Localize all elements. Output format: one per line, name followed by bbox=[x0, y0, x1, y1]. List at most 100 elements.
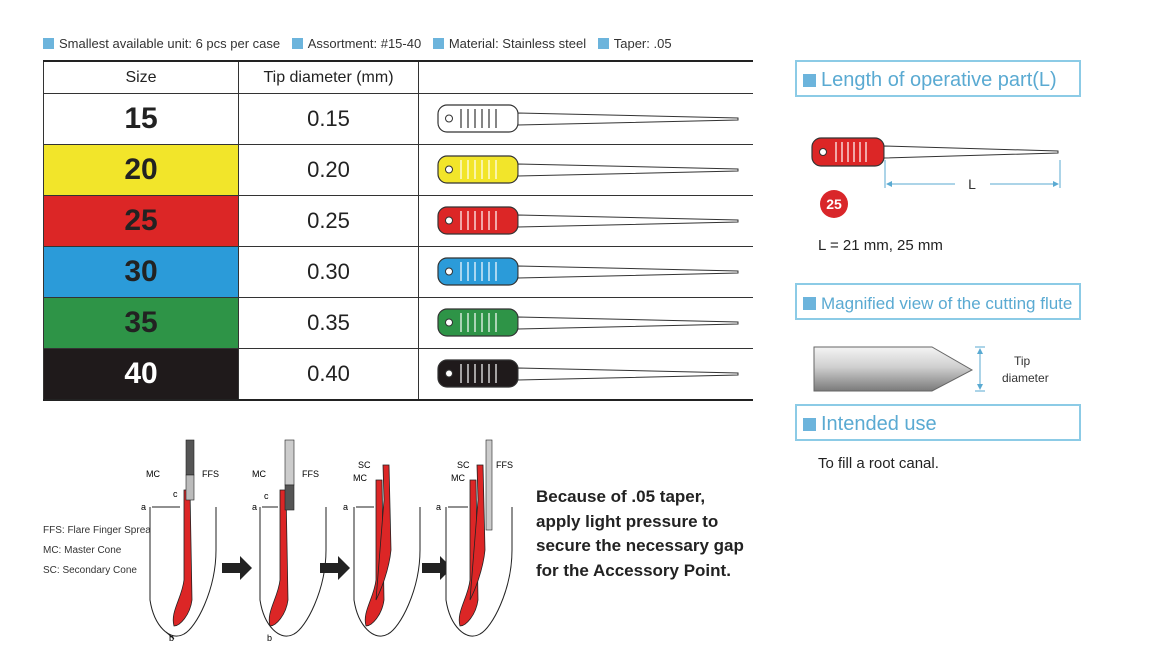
size-cell: 20 bbox=[43, 144, 239, 196]
tooth-step-3 bbox=[353, 464, 421, 637]
dim-arrow-right bbox=[1053, 181, 1059, 187]
file-image-cell bbox=[418, 195, 753, 247]
header-tip-diameter: Tip diameter (mm) bbox=[238, 60, 419, 94]
header-image bbox=[418, 60, 753, 94]
tip-dim-arrow-down bbox=[977, 384, 983, 390]
dim-l-label: L bbox=[968, 176, 976, 192]
spreader-file-illustration bbox=[437, 104, 739, 133]
operative-length-value: L = 21 mm, 25 mm bbox=[818, 237, 943, 254]
spec-assortment: Assortment: #15-40 bbox=[291, 36, 422, 51]
size-cell: 40 bbox=[43, 348, 239, 401]
handle-grip-lines bbox=[835, 142, 867, 162]
handle-hole bbox=[445, 318, 453, 327]
table-header-row: Size Tip diameter (mm) bbox=[43, 60, 753, 94]
label-a-4: a bbox=[436, 502, 441, 512]
note-line-2: apply light pressure to bbox=[536, 511, 719, 531]
label-c-2: c bbox=[264, 491, 269, 501]
spec-taper-text: Taper: .05 bbox=[613, 36, 672, 51]
operative-file-illustration: L bbox=[811, 137, 1061, 192]
tooth-step-1 bbox=[149, 439, 217, 640]
intended-use-title: Intended use bbox=[821, 413, 937, 435]
label-mc-1: MC bbox=[146, 469, 160, 479]
root-canal-procedure-diagram: MC FFS c a b MC FFS c a b SC MC a SC MC … bbox=[141, 439, 513, 643]
spec-taper: Taper: .05 bbox=[597, 36, 672, 51]
file-shaft bbox=[517, 316, 739, 330]
operative-length-heading: Length of operative part(L) bbox=[795, 60, 1081, 97]
size-cell: 15 bbox=[43, 93, 239, 145]
file-shaft bbox=[517, 214, 739, 228]
spec-unit: Smallest available unit: 6 pcs per case bbox=[43, 36, 280, 51]
file-shaft bbox=[517, 367, 739, 381]
bullet-square-icon bbox=[803, 74, 816, 87]
step-arrow-3 bbox=[422, 556, 452, 580]
note-line-1: Because of .05 taper, bbox=[536, 487, 706, 506]
label-b-1: b bbox=[169, 633, 174, 643]
legend-ffs: FFS: Flare Finger Spreaders bbox=[43, 525, 171, 536]
label-sc-3: SC bbox=[358, 460, 371, 470]
file-image-cell bbox=[418, 348, 753, 401]
tip-label-2: diameter bbox=[1002, 371, 1049, 385]
legend-mc: MC: Master Cone bbox=[43, 545, 122, 556]
spec-material-text: Material: Stainless steel bbox=[448, 36, 587, 51]
handle-hole bbox=[445, 267, 453, 276]
file-image-cell bbox=[418, 93, 753, 145]
spec-material: Material: Stainless steel bbox=[432, 36, 587, 51]
handle-hole bbox=[445, 165, 453, 174]
tip-dim-arrow-up bbox=[977, 348, 983, 354]
spreader-file-illustration bbox=[437, 359, 739, 388]
label-ffs-4: FFS bbox=[496, 460, 513, 470]
label-mc-4: MC bbox=[451, 473, 465, 483]
spreader-file-illustration bbox=[437, 206, 739, 235]
bullet-square-icon bbox=[432, 38, 444, 49]
flute-body bbox=[813, 346, 974, 392]
spreader-file-illustration bbox=[437, 308, 739, 337]
tip-diameter-cell: 0.40 bbox=[238, 348, 419, 401]
size-cell: 35 bbox=[43, 297, 239, 349]
label-b-2: b bbox=[267, 633, 272, 643]
file-shaft bbox=[517, 265, 739, 279]
tip-diameter-cell: 0.15 bbox=[238, 93, 419, 145]
dim-arrow-left bbox=[886, 181, 892, 187]
spec-unit-text: Smallest available unit: 6 pcs per case bbox=[59, 36, 281, 51]
label-a-3: a bbox=[343, 502, 348, 512]
legend-sc: SC: Secondary Cone bbox=[43, 565, 137, 576]
operative-length-title: Length of operative part(L) bbox=[821, 69, 1057, 91]
note-line-3: secure the necessary gap bbox=[536, 536, 744, 555]
label-mc-2: MC bbox=[252, 469, 266, 479]
file-shaft bbox=[517, 112, 739, 126]
header-size: Size bbox=[43, 60, 239, 94]
label-sc-4: SC bbox=[457, 460, 470, 470]
label-a-1: a bbox=[141, 502, 146, 512]
bullet-square-icon bbox=[291, 38, 303, 49]
step-arrow-1 bbox=[222, 556, 252, 580]
taper-note: Because of .05 taper, apply light pressu… bbox=[536, 485, 744, 583]
label-a-2: a bbox=[252, 502, 257, 512]
size-cell: 25 bbox=[43, 195, 239, 247]
cutting-flute-heading: Magnified view of the cutting flute bbox=[795, 283, 1081, 320]
file-shaft bbox=[883, 145, 1059, 159]
tip-diameter-cell: 0.35 bbox=[238, 297, 419, 349]
cutting-flute-illustration: Tip diameter bbox=[813, 346, 1049, 392]
handle-hole bbox=[445, 369, 453, 378]
file-image-cell bbox=[418, 297, 753, 349]
bullet-square-icon bbox=[597, 38, 609, 49]
step-arrow-2 bbox=[320, 556, 350, 580]
tip-diameter-cell: 0.30 bbox=[238, 246, 419, 298]
label-ffs-2: FFS bbox=[302, 469, 319, 479]
file-image-cell bbox=[418, 144, 753, 196]
label-mc-3: MC bbox=[353, 473, 367, 483]
bullet-square-icon bbox=[803, 418, 816, 431]
size-badge: 25 bbox=[820, 190, 848, 218]
label-c-1: c bbox=[173, 489, 178, 499]
spec-assortment-text: Assortment: #15-40 bbox=[307, 36, 422, 51]
file-image-cell bbox=[418, 246, 753, 298]
spreader-file-illustration bbox=[437, 257, 739, 286]
tip-diameter-cell: 0.25 bbox=[238, 195, 419, 247]
tooth-step-4 bbox=[445, 439, 513, 637]
